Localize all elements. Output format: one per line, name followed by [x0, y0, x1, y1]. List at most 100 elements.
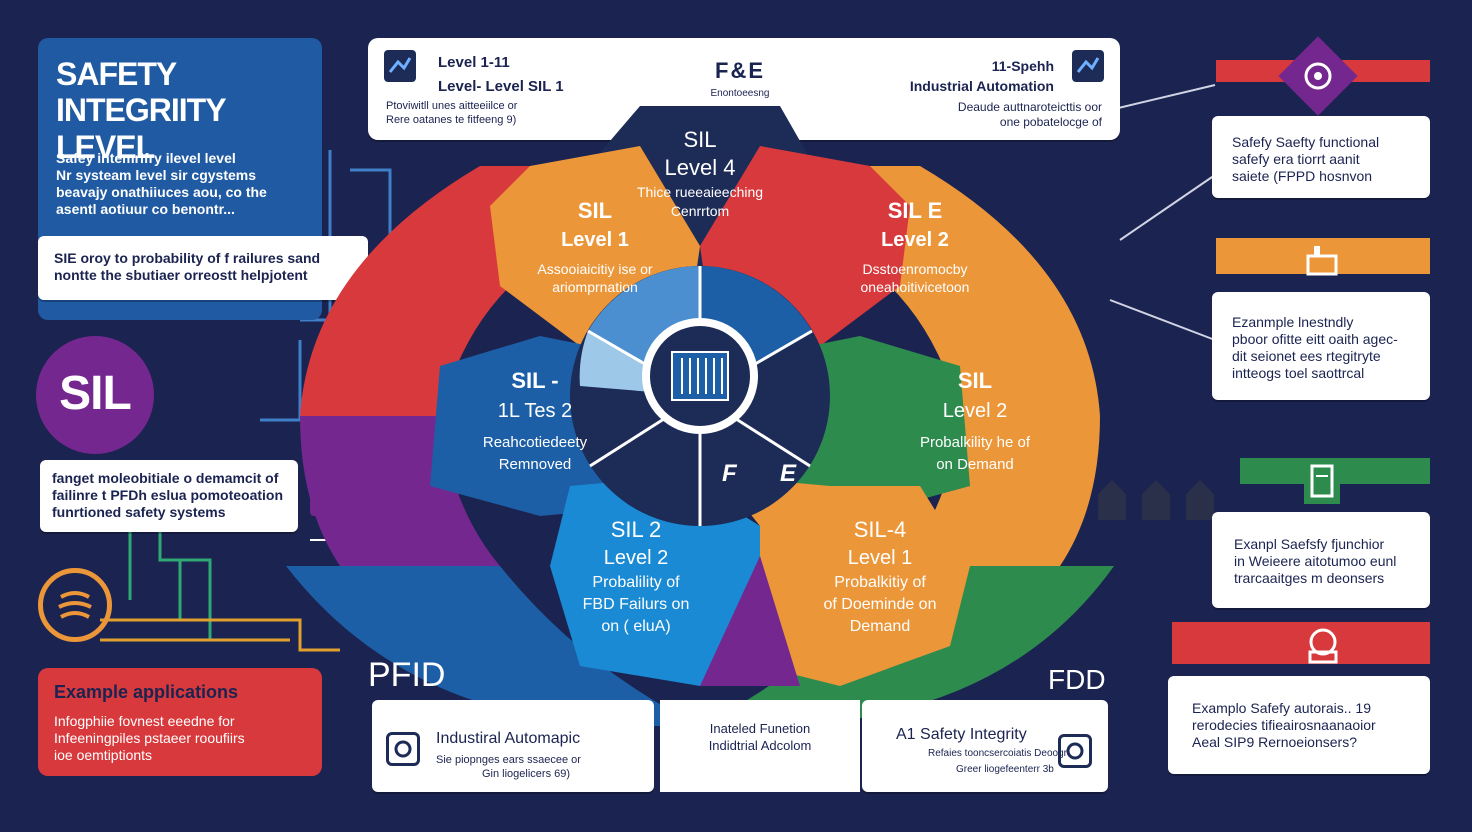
segment-lower-right-l5: Demand: [849, 618, 911, 635]
pfid-label: PFID: [368, 656, 446, 694]
bottom-left-title: Industiral Automapic: [436, 730, 581, 747]
top-center-heading: F&E Enontoeesng: [680, 58, 800, 99]
segment-lower-right-text: SIL-4 Level 1 Probalkitiy of of Doeminde…: [790, 516, 970, 638]
chip-icon: [671, 351, 729, 401]
right-card-4-line: Examplo Safefy autorais.. 19: [1192, 700, 1371, 716]
gauge-icon: [1058, 734, 1092, 768]
segment-upper-left-l4: ariomprnation: [552, 279, 638, 295]
right-card-1-line: saiete (FPPD hosnvon: [1232, 168, 1373, 184]
hub-right-letter: E: [780, 460, 797, 487]
signal-icon: [38, 568, 112, 642]
top-left-line: Ptoviwitll unes aitteeiilce or: [386, 100, 518, 112]
sil-badge-label: SIL: [59, 367, 132, 420]
sil-wheel: SIL Level 4 Thice rueeaieeching Cenrrtom…: [280, 86, 1120, 806]
bottom-right-title: A1 Safety Integrity: [896, 726, 1027, 743]
segment-upper-left-text: SIL Level 1 Assooiaicitiy ise or ariompr…: [500, 196, 690, 296]
segment-upper-right-l3: Dsstoenromocby: [862, 261, 968, 277]
top-right-title-2: Industrial Automation: [909, 78, 1054, 94]
title-body-line: Safey intemrifry ilevel level: [56, 150, 236, 166]
segment-left-l4: Remnoved: [498, 456, 572, 473]
brain-chip-icon: [1278, 36, 1358, 116]
top-left-line: Rere oatanes te fitfeeng 9): [386, 114, 517, 126]
right-card-2-line: dit seionet ees rtegitryte: [1232, 348, 1381, 364]
segment-upper-left-l2: Level 1: [561, 229, 629, 251]
machine-icon: [384, 50, 416, 82]
bottom-left-card: Industiral Automapic Sie piopnges ears s…: [372, 700, 654, 792]
top-left-title-2: Level- Level SIL 1: [438, 78, 564, 95]
top-center-title: F&E: [715, 58, 765, 83]
segment-lower-left-l2: Level 2: [603, 547, 669, 569]
note-left-2: fanget moleobitiale o demamcit of failin…: [40, 460, 298, 532]
segment-lower-left-l5: on ( eluA): [601, 618, 671, 635]
top-right-title-1: 11-Spehh: [991, 58, 1054, 74]
top-right-line: Deaude auttnaroteicttis oor: [957, 100, 1102, 114]
right-strip-red-2: [1172, 622, 1430, 664]
title-line-2: INTEGRIITY LEVEL: [56, 92, 226, 165]
example-applications-line: Infeeningpiles pstaeer rooufiirs: [54, 730, 245, 746]
top-right-line: one pobatelocge of: [999, 115, 1102, 129]
note-left-2-line: failinre t PFDh eslua pomoteoation: [52, 487, 284, 503]
segment-right-l1: SIL: [957, 368, 993, 393]
right-card-1: Safefy Saefty functional safefy era tior…: [1212, 116, 1430, 198]
title-body-line: Nr systeam level sir cgystems: [56, 167, 257, 183]
segment-left-l1: SIL -: [511, 368, 559, 393]
segment-top-l2: Level 4: [664, 155, 736, 180]
segment-upper-left-l3: Assooiaicitiy ise or: [537, 261, 653, 277]
example-applications-title: Example applications: [54, 682, 239, 702]
segment-upper-right-l1: SIL E: [887, 198, 943, 223]
top-center-sub: Enontoeesng: [710, 88, 770, 99]
segment-lower-right-l1: SIL-4: [853, 517, 907, 542]
segment-lower-right-l4: of Doeminde on: [823, 596, 937, 613]
segment-left-text: SIL - 1L Tes 2 Reahcotiedeety Remnoved: [440, 366, 630, 476]
top-left-title-1: Level 1-11: [438, 54, 510, 71]
gauge-icon: [386, 732, 420, 766]
right-card-1-line: safefy era tiorrt aanit: [1232, 151, 1360, 167]
segment-top-l4: Cenrrtom: [670, 203, 730, 219]
segment-right-l4: on Demand: [936, 456, 1014, 473]
title-line-1: SAFETY: [56, 56, 177, 92]
right-card-4-line: rerodecies tifieairosnaanaoior: [1192, 717, 1376, 733]
right-card-3-line: Exanpl Saefsfy fjunchior: [1234, 536, 1385, 552]
segment-top-l3: Thice rueeaieeching: [636, 184, 764, 200]
bottom-center-line: Indidtrial Adcolom: [708, 738, 812, 753]
bottom-left-line: Sie piopnges ears ssaecee or: [436, 754, 581, 766]
segment-left-l3: Reahcotiedeety: [482, 434, 588, 451]
example-applications-line: ioe oemtiptionts: [54, 747, 153, 763]
robot-icon: [1300, 622, 1346, 668]
segment-lower-left: [550, 476, 760, 686]
bottom-right-card: A1 Safety Integrity Refaies tooncsercoia…: [862, 700, 1108, 792]
right-card-3-line: in Weieere aitotumoo eunl: [1234, 553, 1397, 569]
fdd-label: FDD: [1048, 664, 1106, 695]
right-card-2-line: intteogs toel saottrcal: [1232, 365, 1365, 381]
segment-upper-right-l2: Level 2: [881, 229, 949, 251]
segment-top-text: SIL Level 4 Thice rueeaieeching Cenrrtom: [620, 126, 780, 220]
right-card-2-line: pboor ofitte eitt oaith agec-: [1232, 331, 1398, 347]
machine-icon: [1072, 50, 1104, 82]
right-card-4-line: Aeal SIP9 Rernoeionsers?: [1192, 734, 1357, 750]
segment-right-l3: Probalkility he of: [919, 434, 1031, 451]
bottom-right-line: Greer liogefeenterr 3b: [956, 764, 1054, 775]
bottom-right-line: Refaies tooncsercoiatis Deoogr: [928, 748, 1067, 759]
segment-upper-left-l1: SIL: [577, 198, 613, 223]
note-left-1-line: SIE oroy to probability of f railures sa…: [54, 250, 321, 266]
segment-left-l2: 1L Tes 2: [497, 400, 573, 422]
factory-icon: [1302, 240, 1342, 280]
bottom-left-line: Gin liogelicers 69): [482, 768, 571, 780]
right-card-1-line: Safefy Saefty functional: [1232, 134, 1380, 150]
bottom-center-lines: Inateled Funetion Indidtrial Adcolom: [660, 700, 860, 754]
segment-right-text: SIL Level 2 Probalkility he of on Demand: [880, 366, 1070, 476]
segment-top-l1: SIL: [683, 127, 717, 152]
segment-lower-left-l4: FBD Failurs on: [582, 596, 690, 613]
title-body-line: beavajy onathiiuces aou, co the: [56, 184, 267, 200]
ring-blue-left: [286, 566, 700, 726]
segment-bottom-purple: [700, 556, 800, 686]
house-icons: [1094, 476, 1224, 522]
sensor-icon: [1304, 460, 1340, 504]
right-card-4: Examplo Safefy autorais.. 19 rerodecies …: [1168, 676, 1430, 774]
ring-orange-right: [900, 416, 1100, 566]
note-left-2-line: funrtioned safety systems: [52, 504, 226, 520]
segment-lower-left-text: SIL 2 Level 2 Probalility of FBD Failurs…: [546, 516, 726, 638]
note-left-2-line: fanget moleobitiale o demamcit of: [52, 470, 279, 486]
segment-lower-left-l3: Probalility of: [592, 574, 680, 591]
ring-purple: [300, 416, 500, 566]
